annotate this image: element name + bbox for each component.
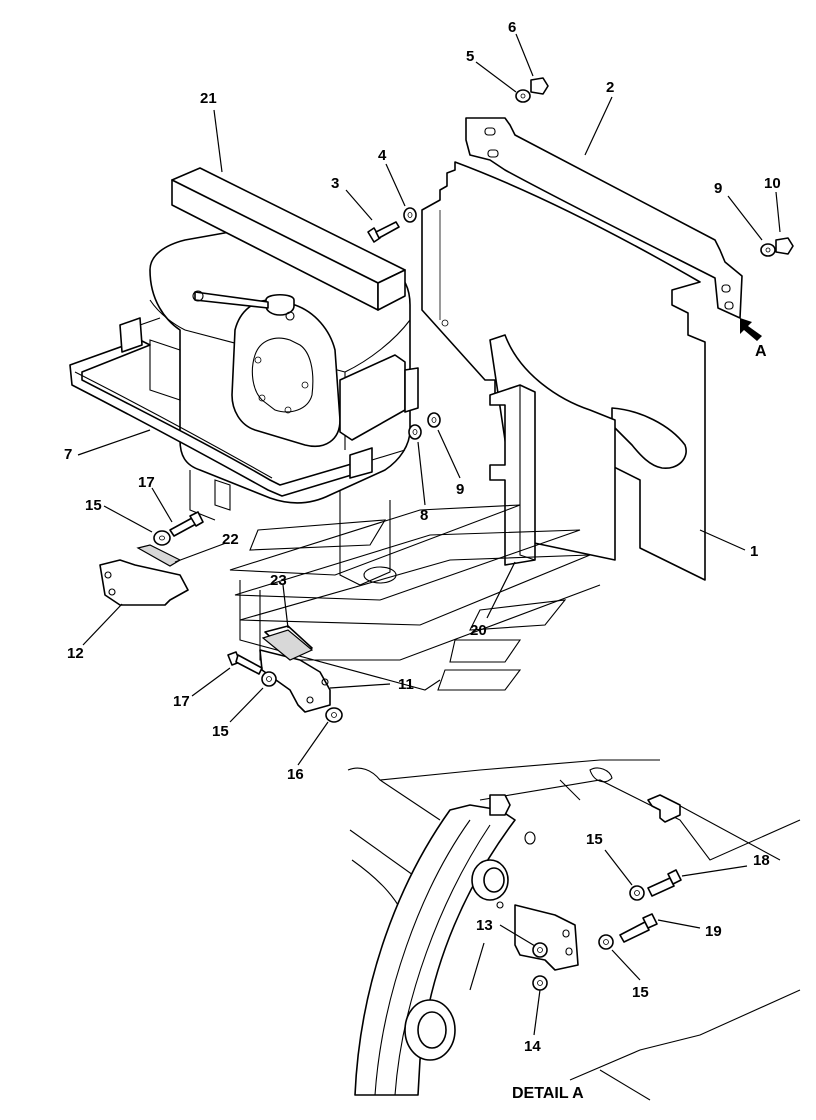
callout-15-upper: 15 <box>85 497 102 514</box>
bolt-3 <box>367 221 400 243</box>
callout-19: 19 <box>705 923 722 940</box>
washer-15-upper <box>153 530 171 546</box>
callout-21: 21 <box>200 90 217 107</box>
callout-15-detail-lower: 15 <box>632 984 649 1001</box>
callout-14: 14 <box>524 1038 541 1055</box>
view-marker-a: A <box>755 343 767 360</box>
washer-4 <box>403 207 417 223</box>
washer-15-lower <box>261 671 277 687</box>
bracket-2 <box>465 117 743 319</box>
callout-1: 1 <box>750 543 758 560</box>
callout-10: 10 <box>764 175 781 192</box>
callout-12: 12 <box>67 645 84 662</box>
cushion-21 <box>171 167 406 311</box>
washer-9-lower <box>427 412 441 428</box>
callout-2: 2 <box>606 79 614 96</box>
leader-lines <box>77 33 781 1036</box>
callout-7: 7 <box>64 446 72 463</box>
callout-5: 5 <box>466 48 474 65</box>
callout-8: 8 <box>420 507 428 524</box>
washer-9-upper <box>760 243 776 257</box>
washer-16 <box>325 707 343 723</box>
callout-20: 20 <box>470 622 487 639</box>
callout-22: 22 <box>222 531 239 548</box>
callout-15-detail-upper: 15 <box>586 831 603 848</box>
callout-6: 6 <box>508 19 516 36</box>
callout-13: 13 <box>476 917 493 934</box>
washer-5 <box>515 89 531 103</box>
pad-22 <box>136 544 182 567</box>
callout-3: 3 <box>331 175 339 192</box>
callout-labels: 21 2 3 4 5 6 9 10 A 7 8 9 1 20 22 23 17 … <box>64 19 781 1102</box>
callout-23: 23 <box>270 572 287 589</box>
nut-6 <box>530 77 549 95</box>
callout-11: 11 <box>398 676 414 693</box>
callout-17-lower: 17 <box>173 693 190 710</box>
floor-plate-outlines <box>229 504 601 691</box>
bracket-11 <box>259 625 331 713</box>
bolt-17-lower <box>227 651 263 675</box>
battery-assembly <box>149 229 419 586</box>
callout-18: 18 <box>753 852 770 869</box>
callout-9-upper: 9 <box>714 180 722 197</box>
callout-4: 4 <box>378 147 387 164</box>
foam-strip-20 <box>489 384 536 566</box>
washer-8 <box>408 424 422 440</box>
detail-a-view <box>347 759 801 1101</box>
bolt-17-upper <box>169 511 204 537</box>
detail-a-caption: DETAIL A <box>512 1085 584 1102</box>
nut-10 <box>775 237 794 255</box>
hold-down-strap-7 <box>69 317 406 497</box>
callout-15-lower: 15 <box>212 723 229 740</box>
callout-9-lower: 9 <box>456 481 464 498</box>
bracket-12 <box>99 559 189 606</box>
callout-16: 16 <box>287 766 304 783</box>
callout-17-upper: 17 <box>138 474 155 491</box>
view-arrow-a <box>740 318 762 341</box>
